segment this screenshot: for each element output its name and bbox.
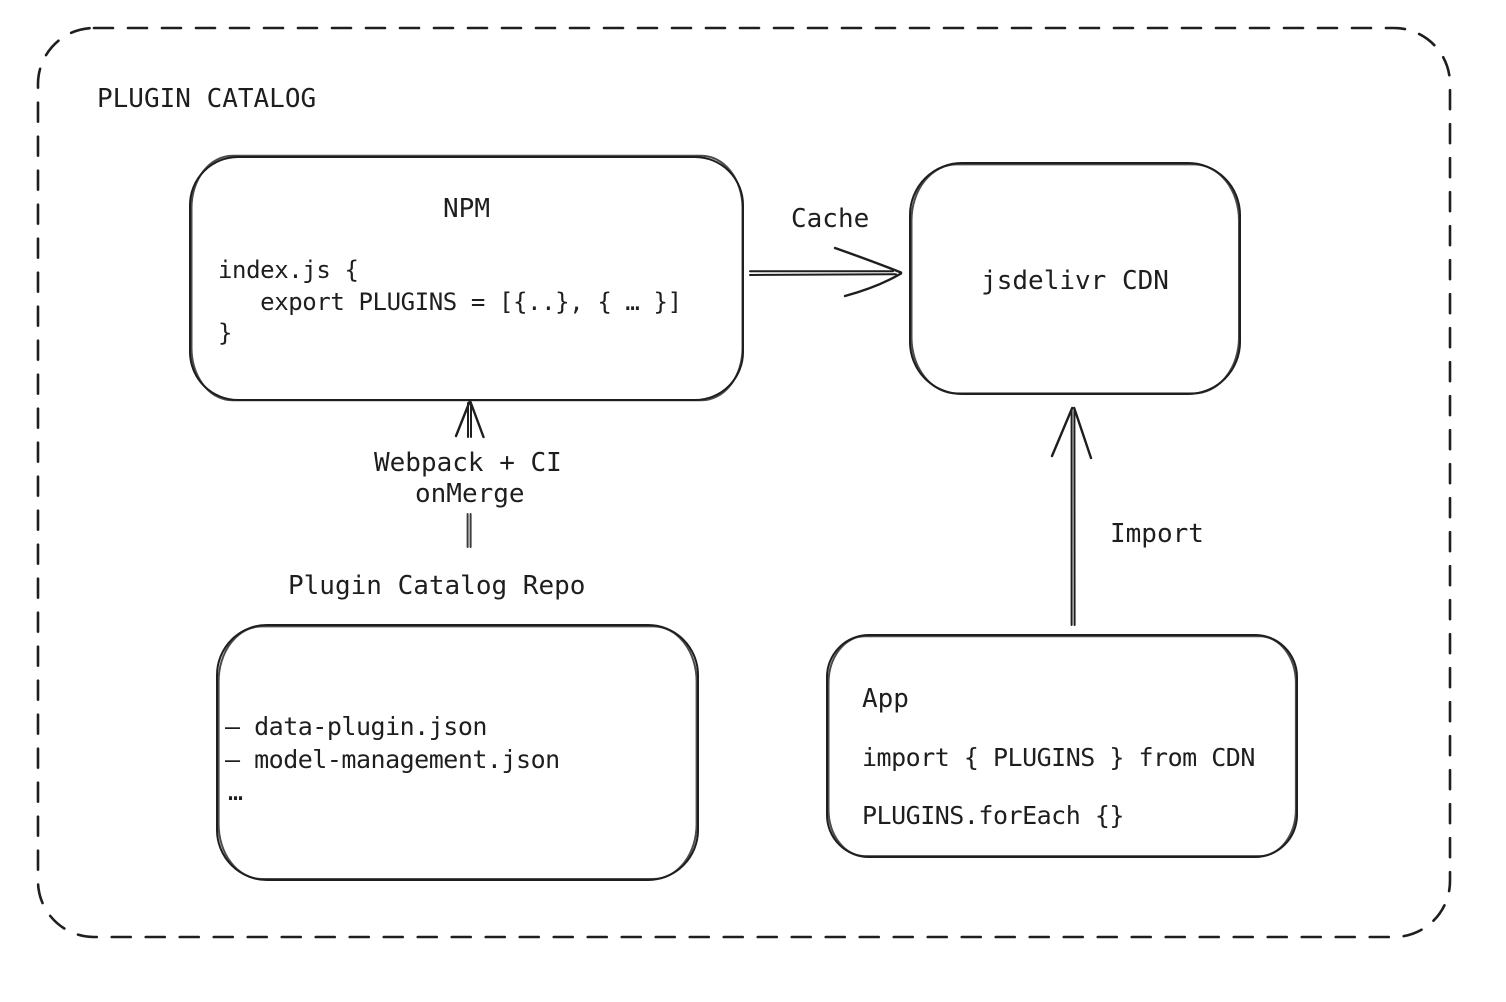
cache-arrow <box>749 246 903 298</box>
cdn-box-sketch-stroke <box>910 163 1240 395</box>
npm-code-line-1: index.js { <box>218 256 359 284</box>
webpack-arrow-sublabel: onMerge <box>415 479 525 509</box>
npm-code-line-3: } <box>218 319 233 347</box>
repo-box-sketch-stroke <box>217 625 698 881</box>
repo-label: Plugin Catalog Repo <box>288 571 586 601</box>
repo-file-1: – data-plugin.json <box>225 712 487 741</box>
repo-file-2: – model-management.json <box>225 745 560 774</box>
app-title: App <box>862 684 909 714</box>
repo-file-ellipsis: … <box>228 777 243 806</box>
webpack-arrow-tail-segment <box>466 513 472 548</box>
npm-code-line-2: export PLUGINS = [{..}, { … }] <box>218 288 682 316</box>
app-code-line-1: import { PLUGINS } from CDN <box>862 743 1255 772</box>
npm-box-sketch-stroke <box>190 154 744 402</box>
cache-arrow-label: Cache <box>791 204 870 234</box>
cdn-label: jsdelivr CDN <box>981 266 1169 296</box>
plugin-catalog-boundary <box>36 26 1452 939</box>
webpack-arrow <box>454 400 485 439</box>
import-arrow <box>1050 406 1093 626</box>
import-arrow-label: Import <box>1110 519 1204 549</box>
diagram-title: PLUGIN CATALOG <box>97 84 317 114</box>
app-box-sketch-stroke <box>827 635 1297 858</box>
npm-title: NPM <box>443 194 490 224</box>
webpack-arrow-label: Webpack + CI <box>374 448 562 478</box>
app-code-line-2: PLUGINS.forEach {} <box>862 801 1124 830</box>
